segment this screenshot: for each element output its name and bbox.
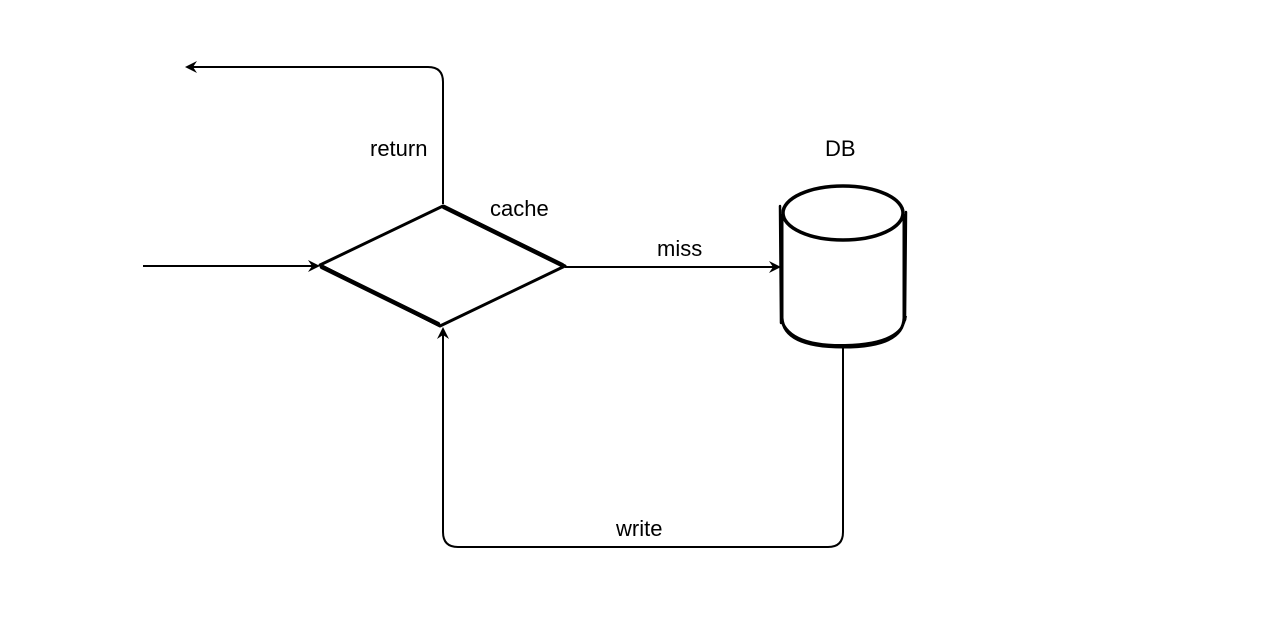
return-label: return: [370, 136, 428, 161]
db-label: DB: [825, 136, 856, 161]
return-arrow: [185, 61, 444, 204]
cache-decision-diamond: [318, 204, 567, 328]
miss-label: miss: [657, 236, 703, 261]
write-arrow: [437, 327, 844, 548]
db-cylinder: [778, 184, 908, 349]
cache-label: cache: [490, 196, 549, 221]
write-label: write: [616, 516, 663, 541]
